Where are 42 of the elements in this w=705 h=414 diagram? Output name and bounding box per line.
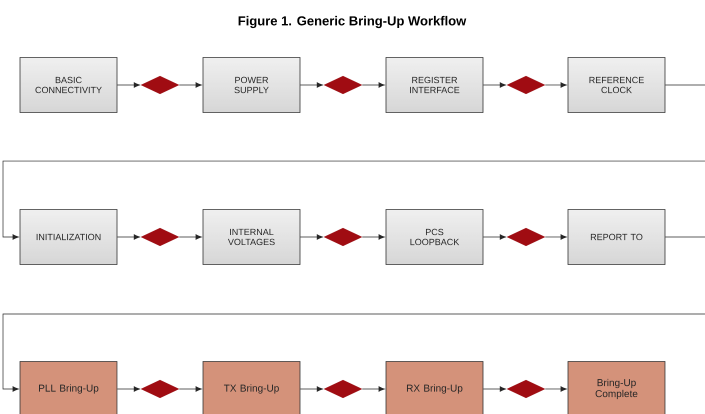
process-box: PLL Bring-Up (20, 361, 118, 414)
decision-diamond (140, 380, 180, 398)
decision-diamond (324, 228, 362, 246)
arrow (117, 386, 140, 392)
process-box: INITIALIZATION (20, 209, 118, 265)
arrow (300, 82, 323, 88)
arrow (178, 82, 202, 88)
decision-diamond (140, 76, 180, 94)
process-box: INTERNAL VOLTAGES (202, 209, 300, 265)
arrow (300, 386, 323, 392)
arrow (2, 314, 705, 392)
process-box: RX Bring-Up (386, 361, 484, 414)
process-box: REGISTER INTERFACE (386, 57, 484, 113)
arrow (544, 234, 567, 240)
arrow (362, 386, 385, 392)
arrow (2, 160, 705, 240)
arrow (178, 234, 202, 240)
process-box: BASIC CONNECTIVITY (20, 57, 118, 113)
arrow (483, 82, 506, 88)
process-box: TX Bring-Up (202, 361, 300, 414)
process-box: PCS LOOPBACK (386, 209, 484, 265)
decision-diamond (506, 76, 546, 94)
arrow (362, 82, 385, 88)
title: Figure 1. Generic Bring-Up Workflow (238, 16, 466, 28)
decision-diamond (324, 380, 362, 398)
arrow (544, 386, 567, 392)
process-box: REPORT TO (568, 209, 666, 265)
decision-diamond (324, 76, 362, 94)
arrow (117, 82, 140, 88)
arrow (300, 234, 323, 240)
arrow (483, 386, 506, 392)
arrow (178, 386, 202, 392)
decision-diamond (506, 380, 546, 398)
decision-diamond (140, 228, 180, 246)
arrow (117, 234, 140, 240)
arrow (544, 82, 567, 88)
process-box: Bring-Up Complete (568, 361, 666, 414)
arrow (362, 234, 385, 240)
decision-diamond (506, 228, 546, 246)
process-box: POWER SUPPLY (202, 57, 300, 113)
arrow (483, 234, 506, 240)
process-box: REFERENCE CLOCK (568, 57, 666, 113)
